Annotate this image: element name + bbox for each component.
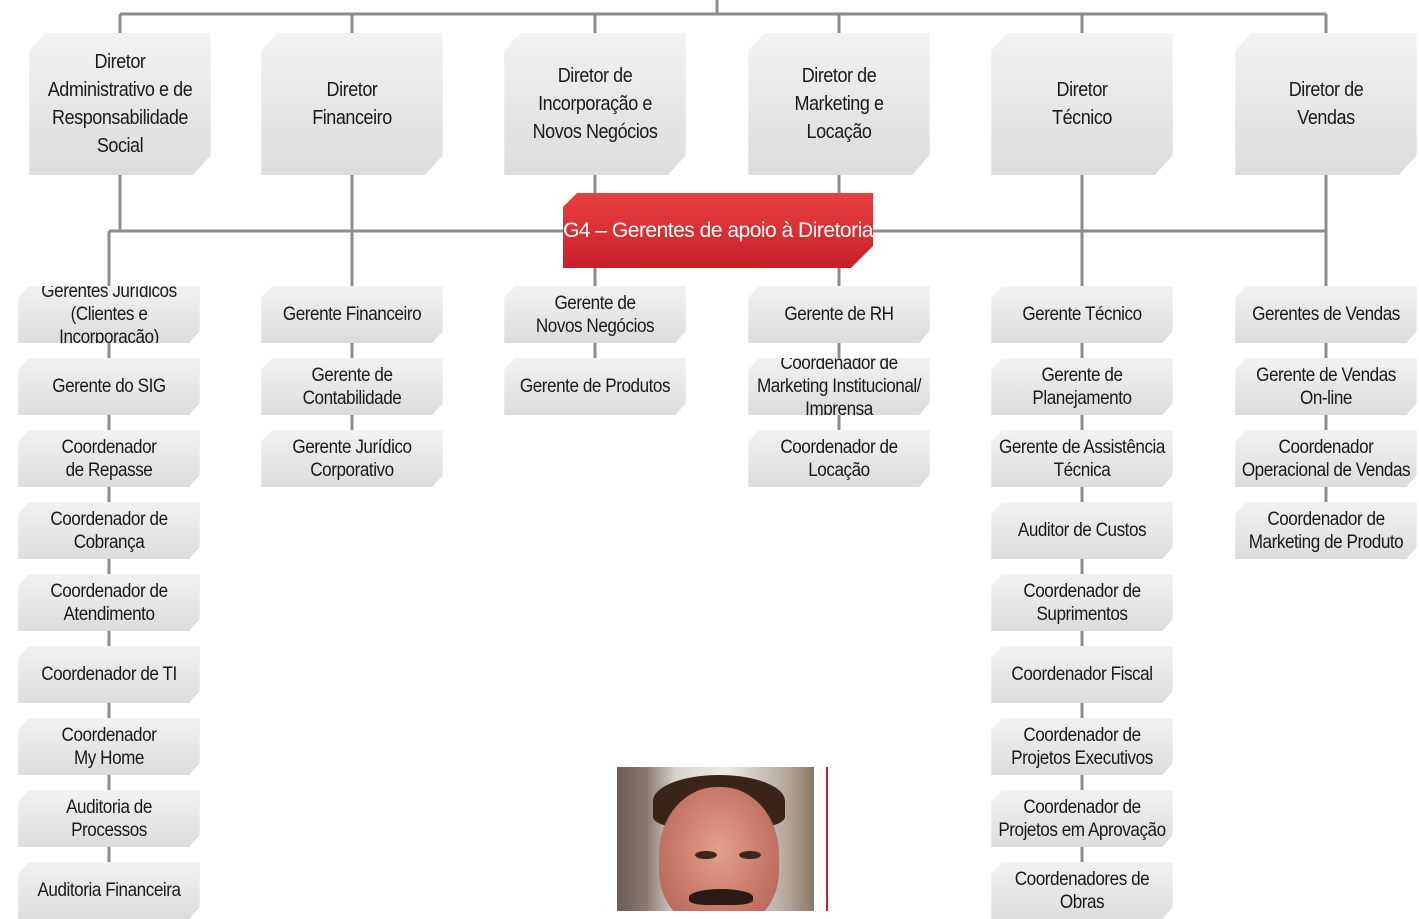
subordinate-box: Gerente do SIG <box>18 358 200 415</box>
subordinate-box: Auditoria Financeira <box>18 862 200 919</box>
subordinate-box: Coordenador de Cobrança <box>18 502 200 559</box>
subordinate-box: Coordenador de Projetos Executivos <box>991 718 1173 775</box>
director-box-2: Diretor Financeiro <box>261 33 443 175</box>
subordinate-box: Gerente de Contabilidade <box>261 358 443 415</box>
photo-eye <box>739 851 761 859</box>
director-box-5: Diretor Técnico <box>991 33 1173 175</box>
subordinate-box: Gerentes de Vendas <box>1235 286 1417 343</box>
director-box-1: Diretor Administrativo e de Responsabili… <box>29 33 211 175</box>
subordinate-box: Gerente de Produtos <box>504 358 686 415</box>
accent-divider <box>826 767 828 911</box>
director-box-6: Diretor de Vendas <box>1235 33 1417 175</box>
subordinate-box: Gerente Técnico <box>991 286 1173 343</box>
subordinate-box: Coordenador Operacional de Vendas <box>1235 430 1417 487</box>
subordinate-box: Gerente de Assistência Técnica <box>991 430 1173 487</box>
subordinate-box: Auditoria de Processos <box>18 790 200 847</box>
subordinate-box: Gerente de Novos Negócios <box>504 286 686 343</box>
subordinate-box: Auditor de Custos <box>991 502 1173 559</box>
subordinate-box: Gerente de RH <box>748 286 930 343</box>
subordinate-box: Coordenador de Atendimento <box>18 574 200 631</box>
subordinate-box: Gerente de Vendas On-line <box>1235 358 1417 415</box>
executive-photo <box>617 767 814 911</box>
photo-mustache <box>689 889 753 905</box>
subordinate-box: Coordenador de TI <box>18 646 200 703</box>
subordinate-box: Coordenador Fiscal <box>991 646 1173 703</box>
subordinate-box: Coordenador de Marketing de Produto <box>1235 502 1417 559</box>
subordinate-box: Coordenador de Marketing Institucional/ … <box>748 358 930 415</box>
subordinate-box: Gerente Jurídico Corporativo <box>261 430 443 487</box>
subordinate-box: Coordenador de Repasse <box>18 430 200 487</box>
g4-support-managers-banner: G4 – Gerentes de apoio à Diretoria <box>563 193 873 268</box>
director-box-3: Diretor de Incorporação e Novos Negócios <box>504 33 686 175</box>
subordinate-box: Gerentes Jurídicos (Clientes e Incorpora… <box>18 286 200 343</box>
subordinate-box: Coordenador de Locação <box>748 430 930 487</box>
subordinate-box: Coordenadores de Obras <box>991 862 1173 919</box>
subordinate-box: Gerente de Planejamento <box>991 358 1173 415</box>
subordinate-box: Coordenador de Projetos em Aprovação <box>991 790 1173 847</box>
subordinate-box: Coordenador My Home <box>18 718 200 775</box>
subordinate-box: Gerente Financeiro <box>261 286 443 343</box>
subordinate-box: Coordenador de Suprimentos <box>991 574 1173 631</box>
director-box-4: Diretor de Marketing e Locação <box>748 33 930 175</box>
photo-eye <box>695 851 717 859</box>
